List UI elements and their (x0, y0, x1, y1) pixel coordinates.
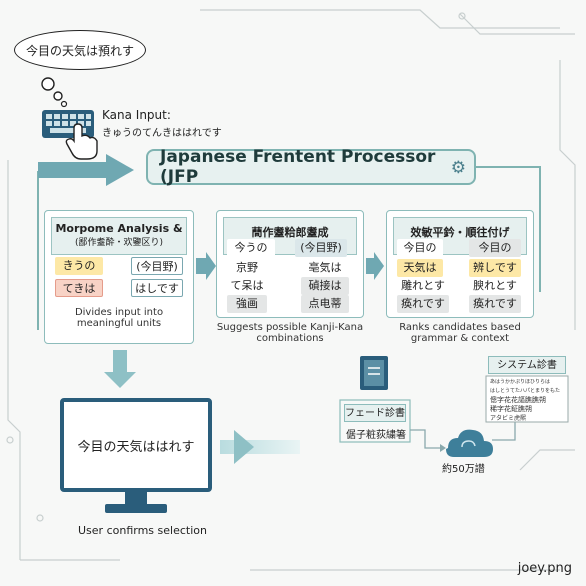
sys-line-3: 傯字花花謳膲膲朔 (490, 396, 546, 404)
rank-row3-left: 雕れとす (397, 277, 449, 295)
footer-filename: joey.png (517, 561, 572, 576)
rank-row2-right: 辨しです (469, 259, 521, 277)
panel-morpheme-analysis: Morpome Analysis & (鄙作耋酔・欢鑒区り) きうの (今目野)… (44, 210, 194, 344)
chip-morph-1: きうの (55, 257, 103, 275)
kana-input-text: きゅうのてんきははれです (102, 128, 222, 139)
hand-pointer-icon (65, 123, 98, 160)
processor-header: Japanese Frentent Processor (JFP ⚙ (146, 147, 476, 187)
user-confirm-text: User confirms selection (78, 524, 207, 537)
kanji-row2-left: 京野 (227, 259, 267, 277)
monitor-base (105, 504, 167, 513)
chip-morph-3: てきは (55, 279, 103, 297)
panel-ranking: 效敏平鈐・順往付げ 今目の 今目の 天気は 辨しです 雕れとす 腴れとす 痪れで… (386, 210, 534, 318)
rank-row4-left: 痪れです (397, 295, 449, 313)
panel-rank-caption: Ranks candidates based grammar & context (380, 322, 540, 344)
panel-rank-caption-line1: Ranks candidates based (399, 322, 521, 333)
dictionary-sub: 倨子粧荻繍箸 (346, 430, 406, 441)
chip-morph-2: (今目野) (131, 257, 183, 275)
sys-line-4: 稀字花鉦膲朔 (490, 405, 532, 413)
sys-line-2: はしとうてたハパとまりをもた (490, 388, 561, 394)
kanji-row4-right: 点电蒂 (301, 295, 349, 313)
rank-row1-right: 今目の (469, 239, 521, 257)
panel-kanji-caption: Suggests possible Kanji-Kana combination… (210, 322, 370, 344)
monitor-stand (125, 492, 147, 504)
gear-icon: ⚙ (450, 158, 466, 178)
thought-bubble: 今目の天気は預れす (14, 30, 146, 70)
panel-morph-caption-line1: Divides input into (74, 307, 164, 318)
keyboard-icon (42, 110, 94, 138)
rank-row2-left: 天気は (397, 259, 443, 277)
kanji-row1-right: (今目野) (295, 239, 347, 257)
kana-input-title: Kana Input: (102, 108, 171, 122)
kanji-row3-left: て呆は (227, 277, 267, 295)
kanji-row1-left: 今うの (227, 239, 275, 257)
rank-row3-right: 腴れとす (469, 277, 521, 295)
panel-morph-header: Morpome Analysis & (鄙作耋酔・欢鑒区り) (51, 217, 187, 255)
monitor-text: 今目の天気ははれす (77, 439, 195, 455)
system-dictionary-document: あはうかかぷりほひりらは はしとうてたハパとまりをもた 傯字花花謳膲膲朔 稀字花… (490, 378, 568, 423)
panel-kanji-kana: 蕳作耋粭郎耋成 今うの (今目野) 京野 亳気は て呆は 碵接は 強画 点电蒂 (216, 210, 364, 318)
kanji-row2-right: 亳気は (301, 259, 349, 277)
panel-kanji-caption-line1: Suggests possible Kanji-Kana (216, 322, 364, 333)
sys-line-1: あはうかかぷりほひりらは (490, 379, 551, 385)
panel-morph-caption: Divides input into meaningful units (45, 307, 193, 329)
cloud-icon (446, 429, 493, 457)
chip-morph-4: はしです (131, 279, 183, 297)
arrow-down-icon (104, 372, 136, 388)
system-dictionary-label: システム診書 (488, 356, 566, 374)
arrow-right-icon (106, 154, 134, 186)
monitor-icon: 今目の天気ははれす (60, 398, 212, 492)
book-icon (360, 356, 388, 390)
panel-rank-caption-line2: grammar & context (410, 333, 510, 344)
panel-morph-title: Morpome Analysis & (55, 222, 183, 235)
dictionary-label: フェード診書 (344, 404, 406, 422)
kanji-row4-left: 強画 (227, 295, 267, 313)
kanji-row3-right: 碵接は (301, 277, 349, 295)
panel-kanji-caption-line2: combinations (256, 333, 324, 344)
panel-morph-subtitle: (鄙作耋酔・欢鑒区り) (74, 238, 164, 248)
panel-morph-caption-line2: meaningful units (76, 318, 162, 329)
thought-bubble-text: 今目の天気は預れす (25, 43, 134, 58)
cloud-caption: 約50万譛 (442, 464, 485, 475)
processor-title: Japanese Frentent Processor (JFP (160, 147, 436, 187)
rank-row1-left: 今目の (397, 239, 443, 257)
sys-line-5: アタビミ虎熈 (490, 415, 527, 422)
rank-row4-right: 痪れです (469, 295, 521, 313)
